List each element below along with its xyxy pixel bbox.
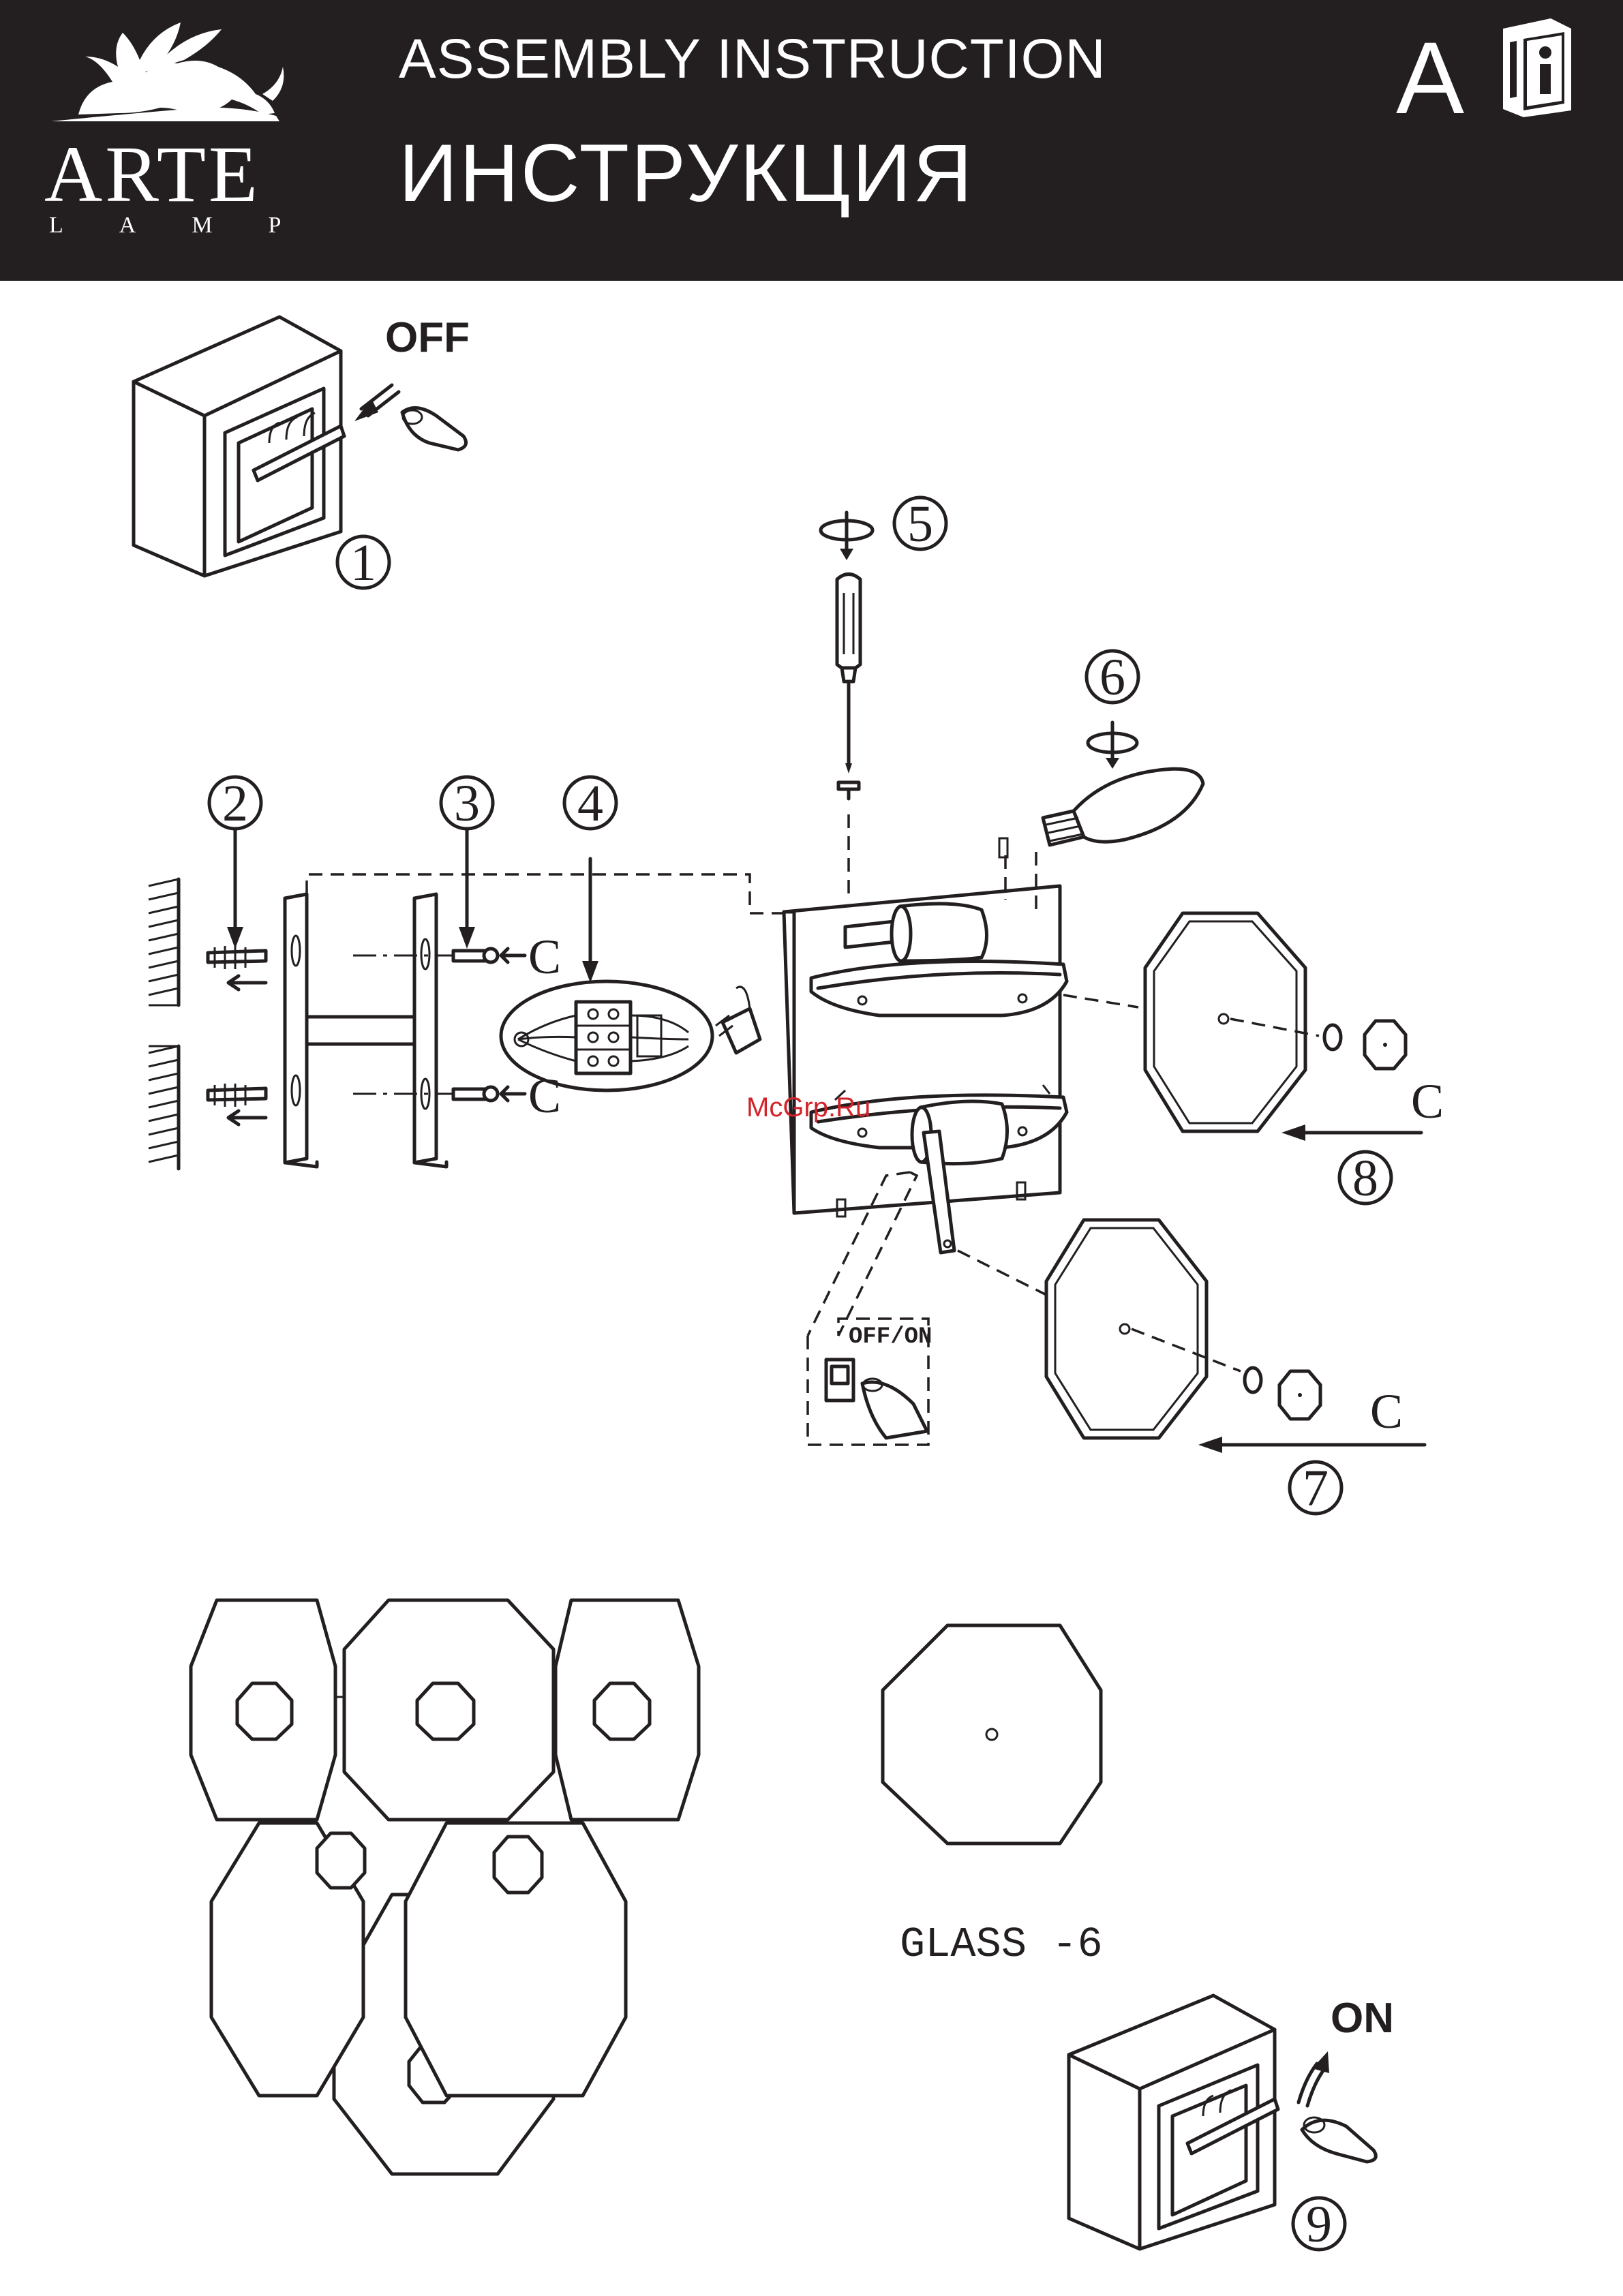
- glass-panel-step-7: [1046, 1220, 1207, 1438]
- wall-anchor-top: [208, 946, 266, 969]
- hand-pressing-icon: [402, 408, 466, 450]
- brand-name: ARTE: [44, 128, 260, 221]
- title-russian: ИНСТРУКЦИЯ: [399, 126, 974, 220]
- rotate-symbol: C: [1370, 1384, 1403, 1439]
- rotate-arrow-icon: C C: [501, 930, 561, 1123]
- candle-bulb-icon: [1043, 769, 1203, 845]
- hand-pressing-icon: [1302, 2117, 1376, 2162]
- rotate-symbol: C: [1411, 1074, 1444, 1129]
- screw-top-icon: [453, 949, 498, 962]
- wall-switch-on: [1069, 1995, 1278, 2249]
- step-1-number: 1: [350, 534, 376, 592]
- push-arrow-icon: [228, 976, 266, 1124]
- step-8-number: 8: [1352, 1150, 1378, 1207]
- glass-holder-top: [811, 962, 1067, 1016]
- arrow-left-icon: [1198, 1437, 1425, 1453]
- step-2-number: 2: [222, 775, 248, 832]
- assembled-glass-layout: [191, 1600, 699, 2174]
- wall-switch-off: [134, 317, 344, 576]
- screw-small-icon: [838, 782, 859, 799]
- connector-plug-icon: [716, 987, 760, 1053]
- off-label: OFF: [385, 314, 470, 361]
- brand-subtitle: LAMP: [49, 213, 337, 239]
- wall-anchor-bottom: [208, 1084, 266, 1107]
- off-on-label: OFF/ON: [849, 1324, 932, 1350]
- step-4-number: 4: [577, 775, 603, 832]
- step-7-number: 7: [1303, 1460, 1329, 1517]
- header-banner: ARTE LAMP ASSEMBLY INSTRUCTION ИНСТРУКЦИ…: [0, 0, 1623, 281]
- on-label: ON: [1331, 1995, 1394, 2042]
- arrow-down-left-icon: [354, 385, 399, 421]
- lamp-switch-detail: [808, 1172, 928, 1445]
- winged-lion-logo-icon: [37, 19, 290, 128]
- svg-text:C: C: [528, 930, 561, 984]
- step-6-number: 6: [1099, 649, 1125, 706]
- version-letter: A: [1396, 19, 1464, 137]
- mounting-bracket: [285, 894, 446, 1167]
- washer-icon: [1245, 1368, 1261, 1392]
- terminal-block-detail: [501, 981, 712, 1090]
- watermark: McGrp.Ru: [746, 1092, 870, 1122]
- wall-section: [149, 879, 179, 1169]
- arrow-up-icon: [1299, 2051, 1329, 2106]
- step-9-number: 9: [1306, 2196, 1332, 2253]
- instruction-book-icon: [1496, 15, 1578, 117]
- screw-bottom-icon: [453, 1087, 498, 1101]
- glass-panel-step-8: [1145, 913, 1305, 1131]
- title-english: ASSEMBLY INSTRUCTION: [399, 27, 1106, 91]
- rotate-arrow-icon: [1088, 722, 1137, 769]
- glass-piece-icon: [883, 1625, 1101, 1843]
- washer-icon: [1324, 1025, 1341, 1050]
- rotate-arrow-icon: [821, 512, 873, 560]
- assembly-diagram: OFF 1 2: [0, 281, 1623, 2296]
- step-5-number: 5: [907, 495, 933, 553]
- screwdriver-icon: [837, 575, 860, 774]
- arrow-left-icon: [1281, 1124, 1421, 1141]
- glass-quantity-label: GLASS -6: [900, 1920, 1103, 1969]
- step-3-number: 3: [454, 775, 480, 832]
